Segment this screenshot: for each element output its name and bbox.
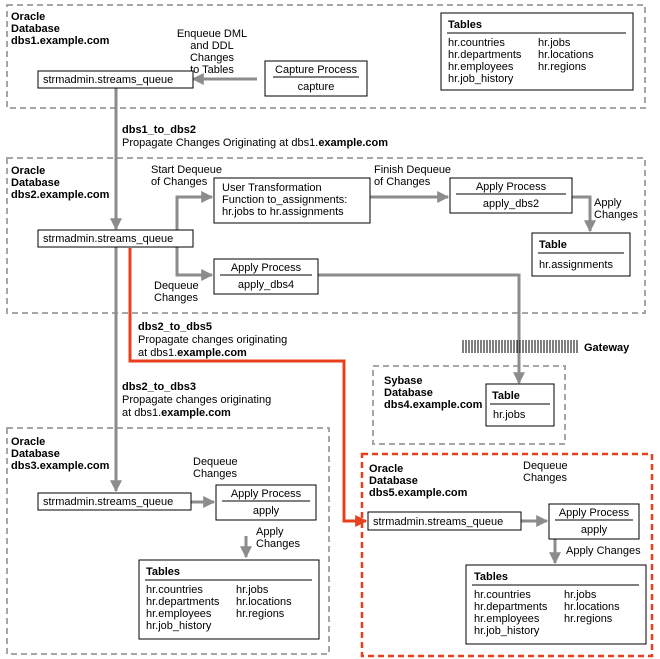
dbs1-db-name: dbs1.example.com (11, 35, 110, 47)
dbs4-table-name: hr.jobs (493, 409, 526, 421)
dbs5-queue-label: strmadmin.streams_queue (373, 516, 503, 528)
dbs5-apply-name: apply (581, 524, 608, 536)
region-dbs3 (6, 427, 330, 655)
dbs5-apply-box (548, 503, 640, 540)
dbs5-queue-box (367, 511, 522, 531)
flow-dbs2-to-dbs5 (128, 248, 368, 527)
dbs2-table-name: hr.assignments (539, 259, 613, 271)
dbs5-tables-title: Tables (474, 571, 508, 583)
region-dbs5 (360, 452, 654, 658)
dbs1-tables-box (440, 12, 634, 91)
link-2-3-line2: at dbs1.example.com (122, 407, 231, 419)
flow-lines (110, 73, 596, 565)
dbs2-table-box (531, 232, 631, 277)
dbs2-apply2-name: apply_dbs4 (238, 279, 294, 291)
link-2-3-line1: Propagate changes originating (122, 394, 271, 406)
dbs5-apply-changes: Apply Changes (566, 545, 641, 557)
region-dbs4 (372, 365, 566, 445)
dbs3-tables-title: Tables (146, 566, 180, 578)
dbs2-queue-label: strmadmin.streams_queue (43, 233, 173, 245)
dbs5-tables-box (465, 564, 647, 645)
dbs2-apply1-box (449, 177, 573, 214)
region-dbs1 (6, 4, 646, 109)
link-2-5-name: dbs2_to_dbs5 (138, 321, 212, 333)
dbs3-apply-box (215, 484, 317, 521)
dbs4-db-name: dbs4.example.com (384, 399, 483, 411)
dbs2-db-name: dbs2.example.com (11, 189, 110, 201)
dbs1-queue-label: strmadmin.streams_queue (43, 74, 173, 86)
flow-queue-to-apply-dbs4 (175, 247, 214, 281)
link-2-3-name: dbs2_to_dbs3 (122, 381, 196, 393)
dbs2-transform-box (213, 177, 371, 224)
dbs5-db-name: dbs5.example.com (369, 487, 468, 499)
dbs2-apply1-name: apply_dbs2 (483, 198, 539, 210)
flow-queue-to-transform (175, 191, 214, 230)
flow-apply-dbs4-to-dbs4 (318, 273, 525, 385)
dbs1-capture-title: Capture Process (275, 64, 357, 76)
dbs3-apply-title: Apply Process (231, 488, 302, 500)
link-1-2-name: dbs1_to_dbs2 (122, 124, 196, 136)
dbs1-capture-box (264, 60, 368, 97)
dbs4-table-title: Table (492, 390, 520, 402)
link-1-2-desc: Propagate Changes Originating at dbs1.ex… (122, 137, 388, 149)
dbs4-table-box (485, 383, 555, 427)
dbs1-queue-box (37, 70, 194, 89)
flow-apply-dbs2-to-table (572, 195, 596, 233)
dbs3-apply-name: apply (253, 505, 280, 517)
dbs3-queue-box (37, 492, 192, 511)
dbs2-apply2-title: Apply Process (231, 262, 302, 274)
dbs1-capture-name: capture (298, 81, 335, 93)
dbs2-apply1-title: Apply Process (476, 181, 547, 193)
link-2-5-line1: Propagate changes originating (138, 334, 287, 346)
dbs3-db-name: dbs3.example.com (11, 460, 110, 472)
region-dbs2 (6, 157, 646, 314)
dbs3-tables-box (138, 559, 320, 640)
dbs3-queue-label: strmadmin.streams_queue (43, 496, 173, 508)
gateway-hatch (462, 340, 578, 353)
dbs2-table-title: Table (539, 239, 567, 251)
dbs1-tables-title: Tables (448, 19, 482, 31)
dbs5-apply-title: Apply Process (559, 507, 630, 519)
gateway-label: Gateway (584, 342, 630, 354)
dbs2-apply2-box (213, 258, 319, 295)
dbs2-queue-box (37, 229, 194, 248)
link-2-5-line2: at dbs1.example.com (138, 347, 247, 359)
